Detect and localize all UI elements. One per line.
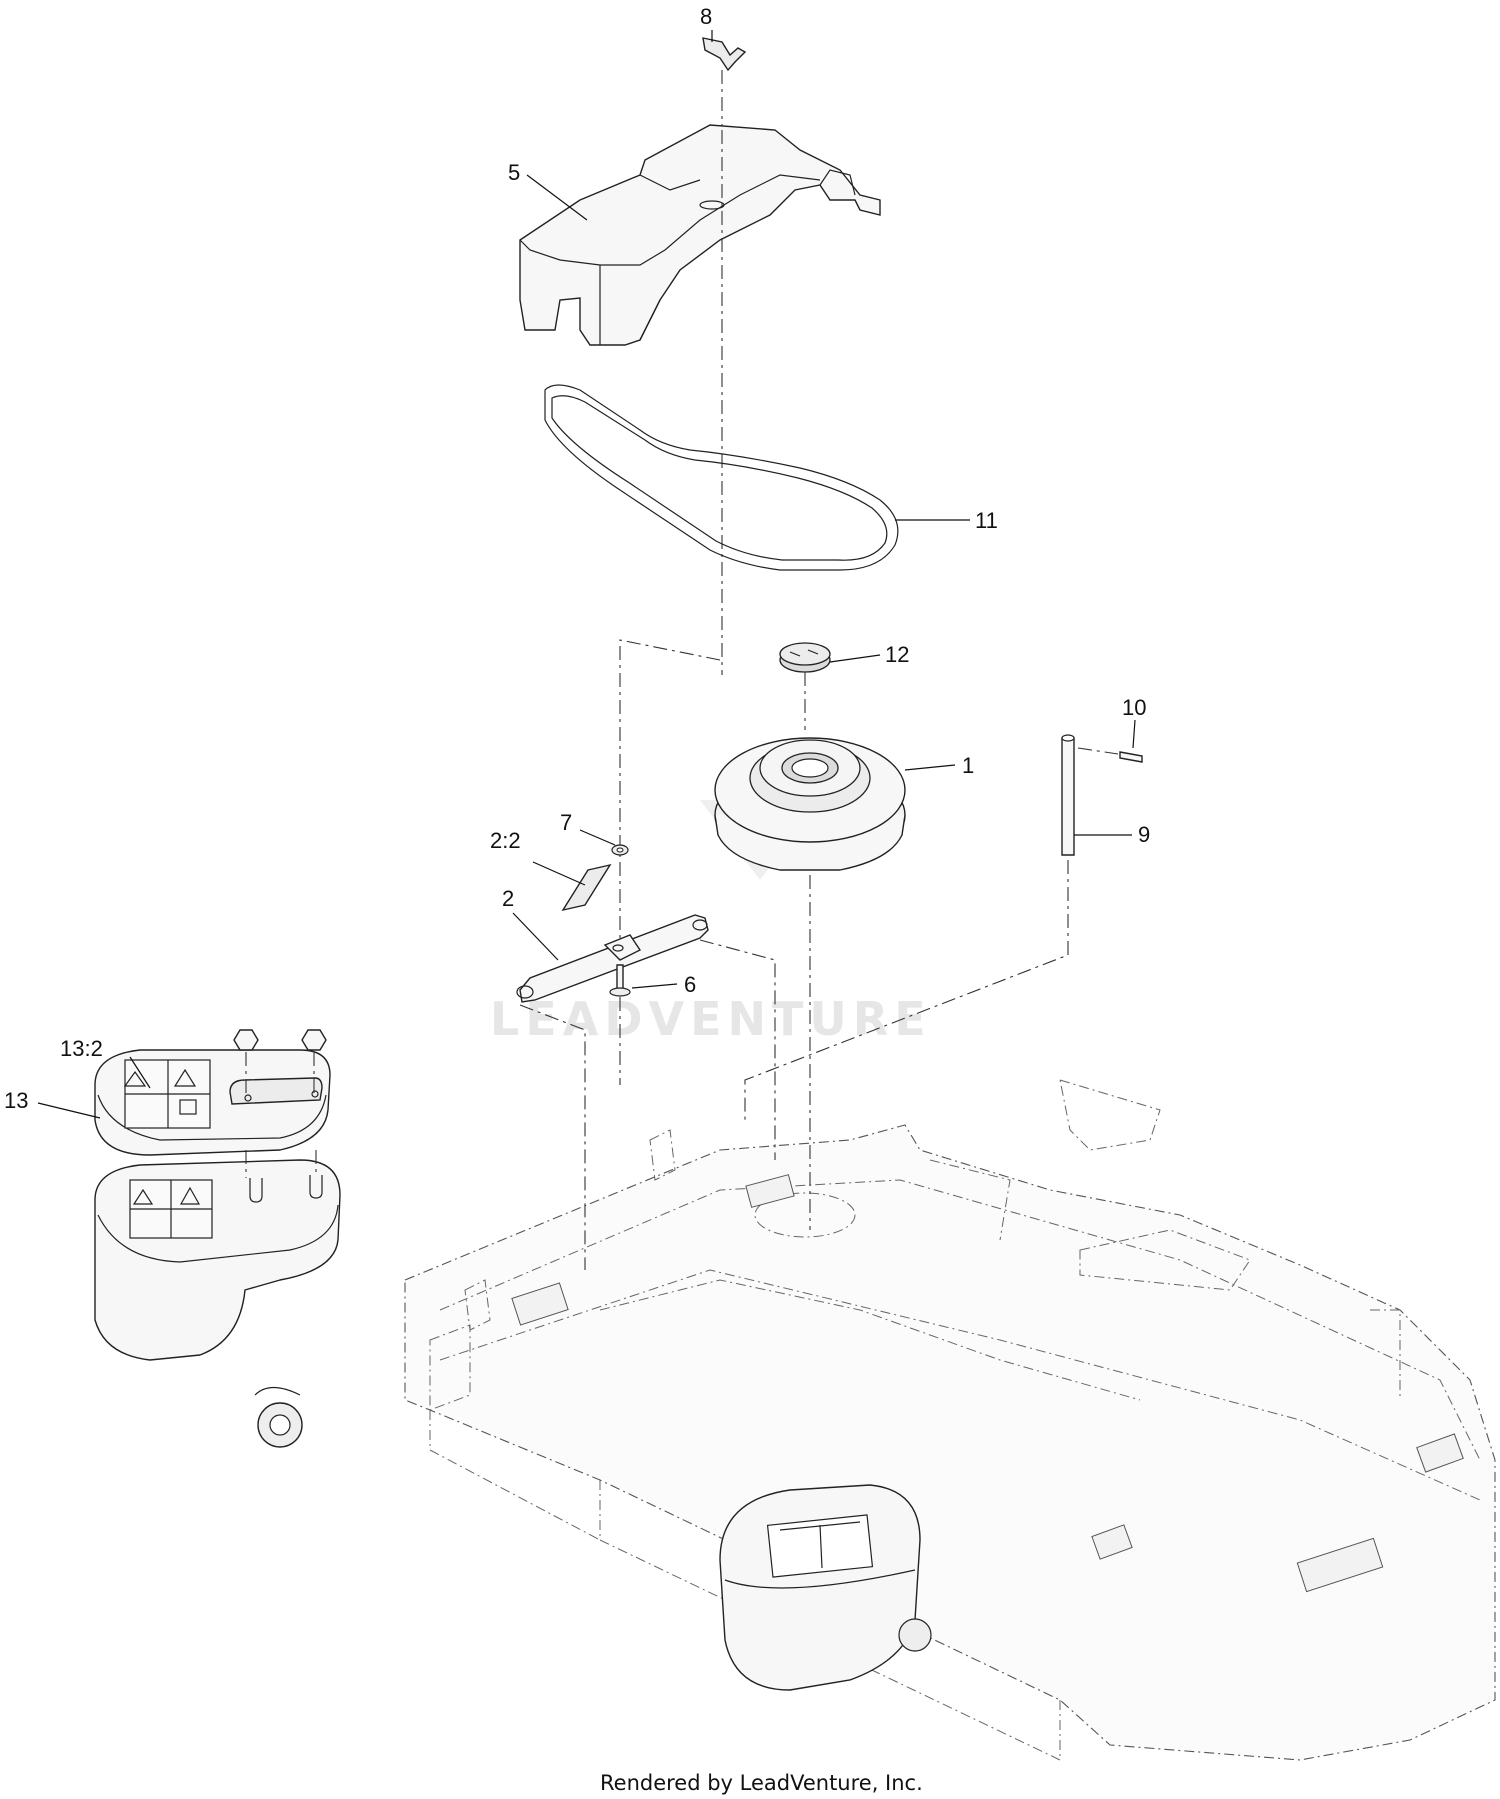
callout-13: 13: [4, 1088, 28, 1113]
callout-10: 10: [1122, 695, 1146, 720]
mower-deck: [404, 1079, 1496, 1761]
callout-8: 8: [700, 4, 712, 29]
part-2-2-shim: [561, 863, 612, 912]
part-8-knob: [702, 37, 747, 130]
part-13-nuts: [233, 1029, 327, 1098]
part-13-cover: [94, 1049, 331, 1156]
part-5-belt-cover: [519, 124, 881, 346]
footer-credit: Rendered by LeadVenture, Inc.: [600, 1771, 923, 1795]
callout-11: 11: [975, 508, 998, 533]
callout-9: 9: [1138, 822, 1150, 847]
part-11-belt: [544, 384, 899, 571]
part-12-cap: [779, 642, 831, 730]
callout-1: 1: [962, 753, 974, 778]
callout-6: 6: [684, 972, 696, 997]
callout-12: 12: [885, 642, 909, 667]
lower-cover-assembly: [94, 1150, 341, 1448]
callouts: 8 5 11 12 10 1 7 9 2:2 2 6 13:2 13: [4, 4, 1150, 1113]
watermark-text: LEADVENTURE: [490, 992, 932, 1046]
part-1-pulley: [714, 737, 906, 1230]
callout-2: 2: [502, 886, 514, 911]
callout-2-2: 2:2: [490, 828, 521, 853]
callout-5: 5: [508, 160, 520, 185]
part-9-shaft: [744, 734, 1075, 1120]
callout-7: 7: [560, 810, 572, 835]
part-6-bolt: [609, 964, 631, 997]
axis-line-belt: [619, 639, 721, 1085]
part-7-washer: [611, 844, 629, 856]
deck-belt-cover: [719, 1484, 932, 1691]
leader-lines: [37, 30, 1136, 1119]
callout-13-2: 13:2: [60, 1036, 103, 1061]
part-10-pin: [1077, 747, 1143, 763]
part-2-idler-arm: [516, 914, 776, 1270]
